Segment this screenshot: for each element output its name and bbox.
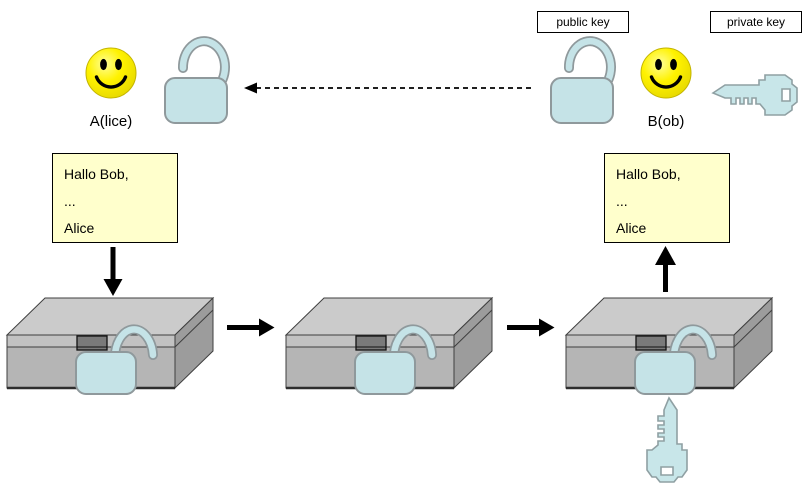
note-line: ... bbox=[64, 193, 76, 209]
public-key-label: public key bbox=[537, 11, 629, 33]
box1-to-box2-arrow bbox=[227, 318, 275, 337]
lockbox-receiver bbox=[566, 298, 772, 394]
alice-name-label: A(lice) bbox=[89, 113, 133, 130]
note-line: Alice bbox=[616, 220, 647, 236]
box-to-message-arrow bbox=[655, 246, 676, 292]
note-line: Alice bbox=[64, 220, 95, 236]
alice-smiley-icon bbox=[84, 46, 138, 100]
lockbox-sender bbox=[7, 298, 213, 394]
public-key-transfer-dashed-arrow bbox=[244, 82, 532, 94]
note-line: Hallo Bob, bbox=[64, 166, 129, 182]
message-note-alice: Hallo Bob, ... Alice bbox=[52, 153, 178, 243]
bob-name-label: B(ob) bbox=[647, 113, 685, 130]
box2-to-box3-arrow bbox=[507, 318, 555, 337]
message-to-box-arrow bbox=[103, 247, 123, 296]
bob-smiley-icon bbox=[639, 46, 693, 100]
private-key-label: private key bbox=[710, 11, 802, 33]
alice-public-key-padlock-icon bbox=[165, 41, 227, 123]
note-line: Hallo Bob, bbox=[616, 166, 681, 182]
lockbox-transit bbox=[286, 298, 492, 394]
unlock-key-icon bbox=[646, 397, 688, 483]
note-line: ... bbox=[616, 193, 628, 209]
private-key-icon bbox=[712, 74, 798, 116]
bob-public-key-padlock-icon bbox=[551, 41, 613, 123]
message-note-bob: Hallo Bob, ... Alice bbox=[604, 153, 730, 243]
